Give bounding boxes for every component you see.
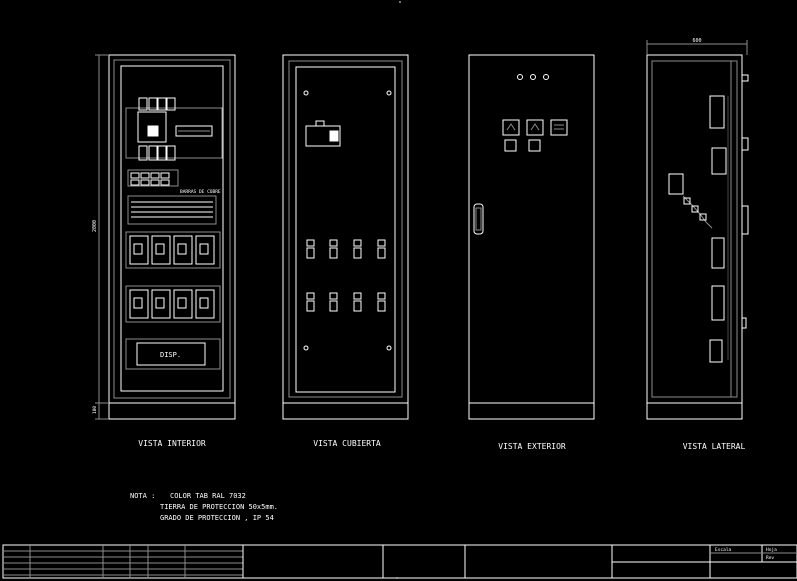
top-hinge bbox=[741, 74, 749, 82]
nota-label: NOTA : bbox=[130, 492, 155, 500]
view-label-cubierta: VISTA CUBIERTA bbox=[313, 439, 381, 448]
busbar-note: BARRAS DE COBRE bbox=[180, 189, 221, 195]
lateral-handle bbox=[741, 205, 749, 235]
view-exterior bbox=[468, 54, 595, 420]
lateral-equipment bbox=[668, 95, 729, 363]
interior-height-text: 2000 bbox=[92, 220, 98, 232]
mounting-plate bbox=[120, 65, 224, 392]
view-cubierta bbox=[282, 54, 409, 420]
lateral-width-dimension bbox=[646, 40, 748, 55]
lateral-width-text: 600 bbox=[692, 38, 701, 44]
pilot-lights bbox=[517, 74, 549, 80]
cubierta-cover-plate bbox=[295, 66, 396, 393]
breaker-row-1 bbox=[125, 231, 221, 269]
door-handle-icon bbox=[473, 203, 484, 235]
disp-enclosure bbox=[125, 338, 221, 370]
view-lateral bbox=[646, 54, 749, 420]
lower-hinge bbox=[741, 317, 747, 329]
view-label-interior: VISTA INTERIOR bbox=[138, 439, 206, 448]
cubierta-plinth bbox=[282, 402, 409, 420]
bottom-marker-dot bbox=[396, 577, 398, 579]
exterior-plinth bbox=[468, 402, 595, 420]
exterior-door bbox=[468, 54, 595, 404]
escala-label: Escala bbox=[715, 547, 732, 553]
terminal-row bbox=[127, 169, 179, 187]
interior-base-text: 100 bbox=[92, 406, 98, 414]
cubierta-cabinet-outline bbox=[282, 54, 409, 404]
rail-module bbox=[175, 125, 213, 137]
view-label-lateral: VISTA LATERAL bbox=[683, 442, 746, 451]
main-switch-handle bbox=[147, 125, 159, 137]
lateral-plinth bbox=[646, 402, 743, 420]
nota-line-grado: GRADO DE PROTECCION , IP 54 bbox=[160, 514, 274, 522]
interior-frame-inner bbox=[113, 59, 231, 399]
main-breaker-zone bbox=[125, 107, 223, 159]
breaker-cutouts-row-2 bbox=[306, 292, 386, 312]
upper-hinge bbox=[741, 137, 749, 151]
breaker-row-2 bbox=[125, 285, 221, 323]
view-label-exterior: VISTA EXTERIOR bbox=[498, 442, 566, 451]
nota-line-color: COLOR TAB RAL 7032 bbox=[170, 492, 246, 500]
top-fuse-row bbox=[138, 97, 176, 111]
ammeter-selector-icon bbox=[528, 139, 541, 152]
voltmeter-selector-icon bbox=[504, 139, 517, 152]
bottom-fuse-row bbox=[138, 145, 176, 161]
disp-label: DISP. bbox=[160, 351, 181, 359]
main-switch bbox=[137, 111, 167, 143]
interior-plinth bbox=[108, 402, 236, 420]
rev-label: Rev bbox=[766, 555, 774, 561]
nota-line-tierra: TIERRA DE PROTECCION 50x5mm. bbox=[160, 503, 278, 511]
busbar-assembly bbox=[127, 195, 217, 225]
breaker-cutouts-row-1 bbox=[306, 239, 386, 259]
disp-box bbox=[136, 342, 206, 366]
interior-height-dimension bbox=[95, 54, 109, 420]
switch-handle-cover bbox=[329, 130, 339, 142]
top-marker-dot bbox=[399, 1, 401, 3]
view-interior: BARRAS DE COBRE bbox=[108, 54, 236, 420]
ammeter-icon bbox=[526, 119, 544, 136]
voltmeter-icon bbox=[502, 119, 520, 136]
cubierta-frame-inner bbox=[288, 60, 403, 398]
lateral-frame-inner bbox=[651, 60, 738, 398]
sheet-label: Hoja bbox=[766, 547, 777, 553]
title-block bbox=[2, 544, 797, 579]
cover-fasteners bbox=[303, 90, 392, 351]
multimeter-icon bbox=[550, 119, 568, 136]
